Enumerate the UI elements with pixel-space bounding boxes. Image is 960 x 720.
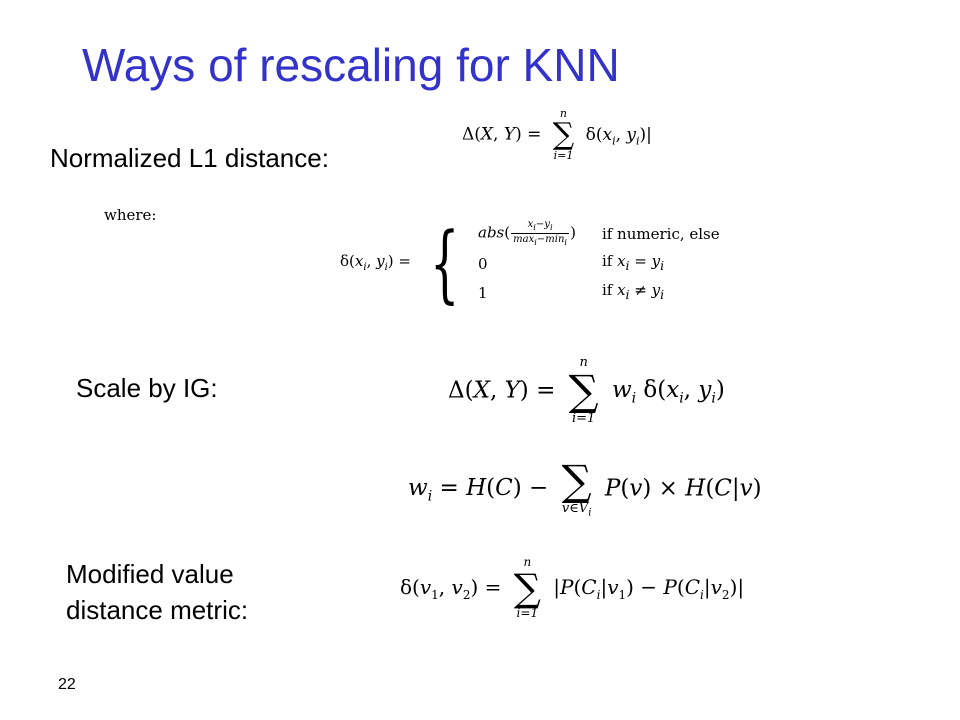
case-row: 1 if xi ≠ yi [478, 278, 720, 307]
left-brace-icon: { [429, 213, 460, 312]
ig-label: Scale by IG: [76, 373, 218, 403]
l1-formula: Δ(X, Y) = n ∑ i=1 δ(xi, yi)| [462, 107, 652, 163]
mvdm-formula: δ(v1, v2) = n ∑ i=1 |P(Ci|v1) − P(Ci|v2)… [400, 555, 745, 621]
l1-formula-lhs: Δ(X, Y) = [462, 124, 547, 145]
case-condition: if xi ≠ yi [601, 281, 665, 302]
case-value: 1 [478, 283, 488, 302]
mvdm-sum-top: n [523, 555, 532, 569]
ig-sum-bottom: i=1 [571, 411, 596, 427]
weight-formula-rhs: P(v) × H(C|v) [604, 475, 762, 502]
l1-label: Normalized L1 distance: [50, 143, 329, 173]
mvdm-label-line1: Modified value [66, 559, 234, 589]
sum-symbol: ∑ [513, 566, 541, 611]
mvdm-formula-lhs: δ(v1, v2) = [400, 574, 508, 602]
weight-formula: wi = H(C) − ∑ v∈Vi P(v) × H(C|v) [408, 460, 762, 519]
l1-sum: n ∑ i=1 [552, 107, 575, 163]
l1-formula-rhs: δ(xi, yi)| [585, 124, 652, 147]
case-condition: if xi = yi [601, 252, 665, 273]
mvdm-sum-bottom: i=1 [516, 606, 539, 621]
sum-symbol: ∑ [568, 366, 599, 416]
sum-symbol: ∑ [552, 117, 575, 153]
page-number: 22 [58, 676, 76, 693]
weight-formula-lhs: wi = H(C) − [408, 475, 556, 505]
ig-formula-lhs: Δ(X, Y) = [448, 377, 563, 404]
mvdm-formula-rhs: |P(Ci|v1) − P(Ci|v2)| [553, 574, 745, 602]
ig-sum: n ∑ i=1 [568, 355, 599, 427]
sum-symbol: ∑ [561, 456, 592, 505]
slide-title: Ways of rescaling for KNN [82, 39, 620, 91]
mvdm-label-line2: distance metric: [66, 595, 249, 625]
case-value: 0 [478, 254, 488, 273]
mvdm-label: Modified value distance metric: [66, 556, 248, 628]
where-label: where: [104, 206, 157, 224]
delta-lhs: δ(xi, yi) = [340, 252, 411, 273]
l1-sum-bottom: i=1 [553, 149, 574, 163]
ig-sum-top: n [579, 355, 588, 370]
ig-formula: Δ(X, Y) = n ∑ i=1 wi δ(xi, yi) [448, 355, 725, 427]
weight-sum-bottom: v∈Vi [561, 501, 592, 519]
case-row: 0 if xi = yi [478, 249, 720, 278]
case-condition: if numeric, else [601, 224, 720, 243]
weight-sum: ∑ v∈Vi [562, 460, 592, 519]
l1-sum-top: n [559, 107, 568, 120]
ig-formula-rhs: wi δ(xi, yi) [611, 377, 725, 407]
mvdm-sum: n ∑ i=1 [513, 555, 541, 621]
